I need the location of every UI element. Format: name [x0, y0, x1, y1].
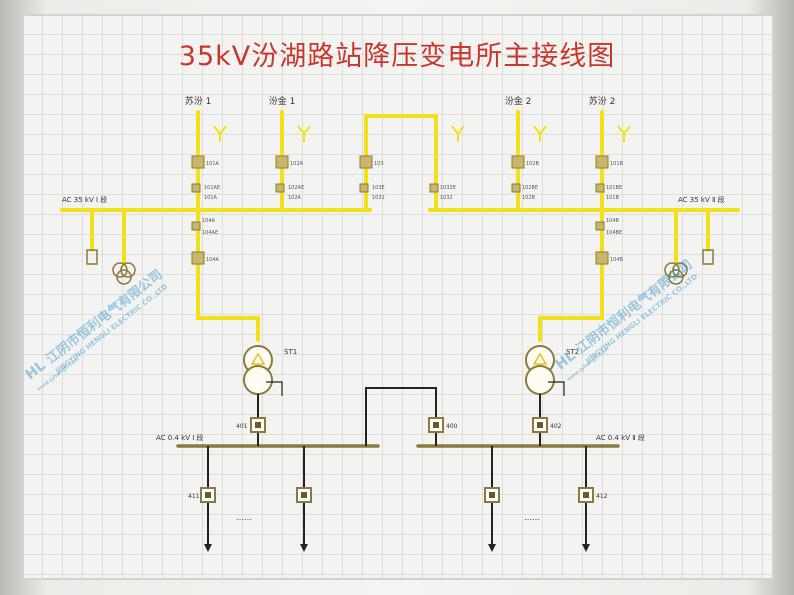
tag-101B-2: 101B — [606, 195, 620, 201]
switch-101A[interactable] — [191, 155, 205, 169]
bus-label-hv-2: AC 35 kV Ⅱ 段 — [678, 195, 725, 204]
tag-101BE: 101BE — [606, 185, 622, 191]
diagram-title: 35kV汾湖路站降压变电所主接线图 — [178, 41, 616, 72]
tag-104BE: 104BE — [606, 230, 622, 236]
watermark-company-1: 江阴市恒利电气有限公司 — [43, 266, 166, 367]
tag-104AE: 104AE — [202, 230, 218, 236]
feeder-label-4: 苏汾 2 — [589, 95, 616, 107]
tag-103: 103 — [374, 161, 384, 167]
tag-1031: 1031 — [372, 195, 385, 201]
switch-104B[interactable] — [595, 251, 609, 265]
tag-411: 411 — [188, 493, 200, 500]
tag-104B: 104B — [606, 218, 620, 224]
feeder-label-2: 汾金 1 — [269, 95, 296, 107]
tag-101A-2: 101A — [204, 195, 218, 201]
tag-104A-2: 104A — [206, 257, 220, 263]
bus-label-lv-2: AC 0.4 kV Ⅱ 段 — [596, 433, 645, 442]
tag-1032E: 1032E — [440, 185, 456, 191]
tag-102BE: 102BE — [522, 185, 538, 191]
tag-101B: 101B — [610, 161, 624, 167]
tag-400: 400 — [446, 423, 458, 430]
t2-feed — [538, 208, 604, 342]
feeder-label-3: 汾金 2 — [505, 95, 532, 107]
transformer-label-st1: ST1 — [284, 348, 297, 356]
tag-102A: 102A — [290, 161, 304, 167]
tag-102AE: 102AE — [288, 185, 304, 191]
feeder-label-1: 苏汾 1 — [185, 95, 212, 107]
transformer-st1-lv — [243, 365, 273, 395]
tag-103E: 103E — [372, 185, 385, 191]
tag-102B-2: 102B — [522, 195, 536, 201]
tag-104A: 104A — [202, 218, 216, 224]
ellipsis-2: …… — [524, 513, 540, 522]
tag-402: 402 — [550, 423, 562, 430]
switch-103[interactable] — [359, 155, 373, 169]
transformer-label-st2: ST2 — [566, 348, 579, 356]
tag-102B: 102B — [526, 161, 540, 167]
diagram-board — [22, 14, 774, 580]
ellipsis-1: …… — [236, 513, 252, 522]
bus-label-lv-1: AC 0.4 kV Ⅰ 段 — [156, 433, 204, 442]
tag-104B-2: 104B — [610, 257, 624, 263]
tag-401: 401 — [236, 423, 248, 430]
tag-102A-2: 102A — [288, 195, 302, 201]
tag-1032: 1032 — [440, 195, 453, 201]
switch-104A[interactable] — [191, 251, 205, 265]
watermark-logo-1: HL — [23, 358, 49, 383]
switch-102A[interactable] — [275, 155, 289, 169]
tag-101AE: 101AE — [204, 185, 220, 191]
watermark-company-2: 江阴市恒利电气有限公司 — [573, 256, 696, 357]
tag-101A: 101A — [206, 161, 220, 167]
lv-bus-tie — [365, 387, 437, 446]
bus-label-hv-1: AC 35 kV Ⅰ 段 — [62, 195, 107, 204]
switch-101B[interactable] — [595, 155, 609, 169]
transformer-st2-lv — [525, 365, 555, 395]
tag-412: 412 — [596, 493, 608, 500]
switch-102B[interactable] — [511, 155, 525, 169]
